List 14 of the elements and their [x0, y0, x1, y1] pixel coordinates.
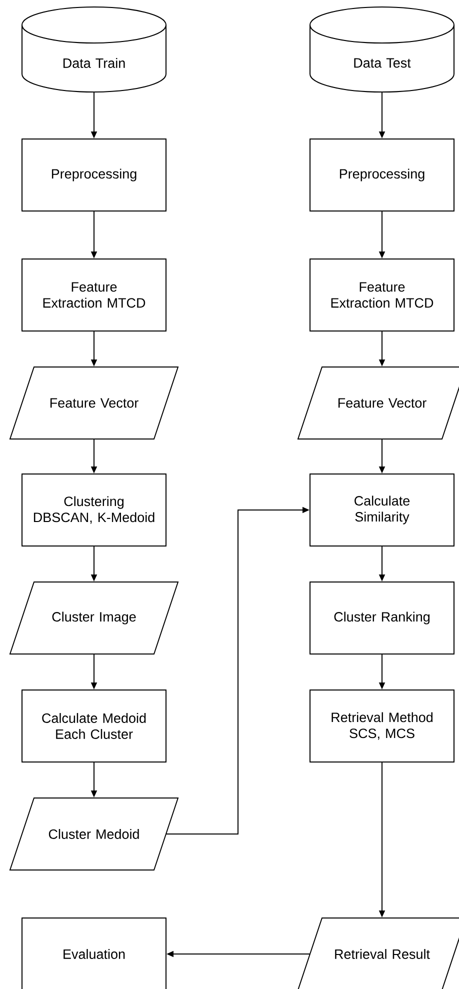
- node-label: Data Train: [63, 58, 125, 68]
- process-box: Feature Extraction MTCD: [22, 258, 166, 332]
- process-box: Clustering DBSCAN, K-Medoid: [22, 474, 166, 546]
- database-cylinder: Data Train: [22, 6, 166, 92]
- process-box: Calculate Medoid Each Cluster: [22, 690, 166, 762]
- process-box: Cluster Ranking: [310, 582, 454, 654]
- process-box: Evaluation: [22, 918, 166, 989]
- process-box: Preprocessing: [310, 138, 454, 212]
- process-box: Preprocessing: [22, 138, 166, 212]
- database-cylinder: Data Test: [310, 6, 454, 92]
- process-box: Feature Extraction MTCD: [310, 258, 454, 332]
- process-box: Retrieval Method SCS, MCS: [310, 690, 454, 762]
- node-label: Data Test: [354, 58, 411, 68]
- process-box: Calculate Similarity: [310, 474, 454, 546]
